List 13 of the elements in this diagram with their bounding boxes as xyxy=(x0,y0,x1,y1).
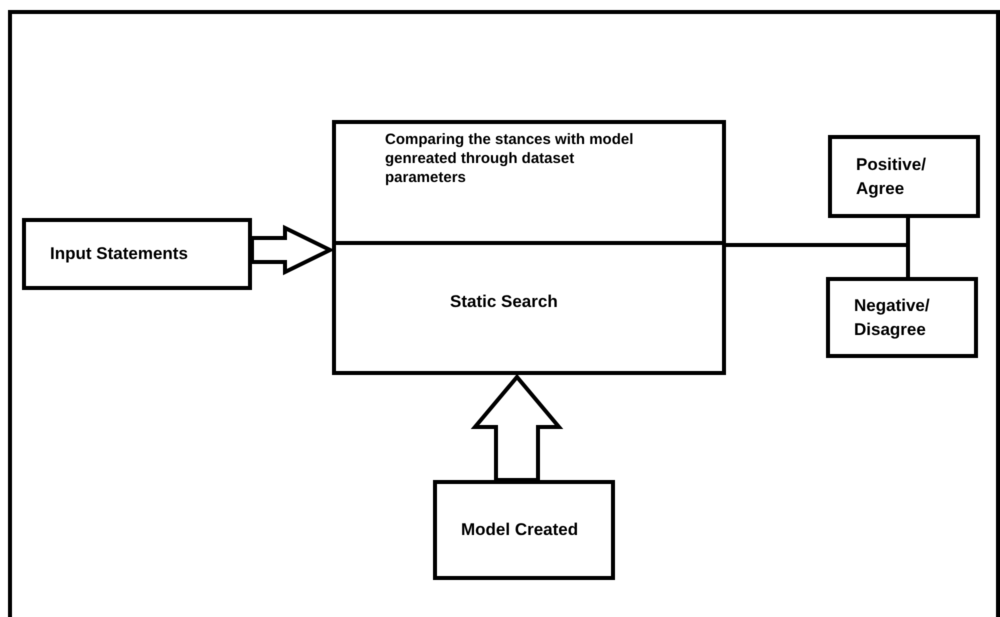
process-label: Static Search xyxy=(450,291,559,313)
description-text: Comparing the stances with model genreated through dataset parameters xyxy=(385,130,634,187)
box-label: Model Created xyxy=(461,519,578,541)
process-box xyxy=(22,218,252,290)
process-box xyxy=(828,135,980,218)
block-arrow xyxy=(470,374,564,482)
box-label: Input Statements xyxy=(50,243,188,265)
box-label: Negative/ Disagree xyxy=(854,294,931,341)
block-arrow xyxy=(250,224,335,276)
box-label: Positive/ Agree xyxy=(856,154,927,200)
process-box xyxy=(826,277,978,358)
process-box xyxy=(433,480,615,580)
process-box xyxy=(332,120,726,375)
